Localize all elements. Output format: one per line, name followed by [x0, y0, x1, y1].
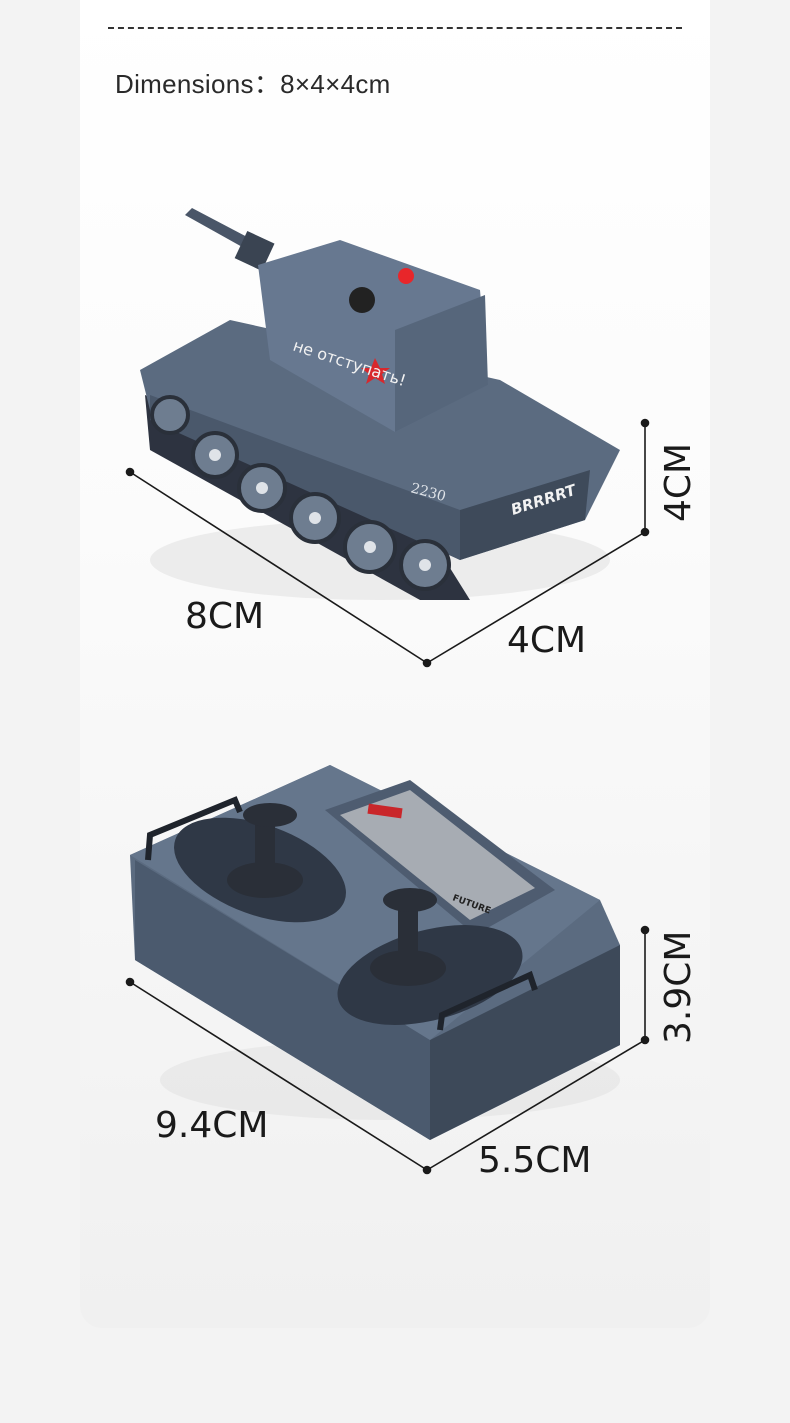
- tank-width-label: 4CM: [507, 620, 587, 661]
- remote-image: FUTURE: [130, 765, 620, 1140]
- dimensions-title: Dimensions：8×4×4cm: [115, 69, 391, 99]
- tank-length-label: 8CM: [185, 596, 265, 637]
- dimension-lines: [125, 418, 650, 1175]
- divider: [108, 27, 682, 29]
- remote-width-label: 5.5CM: [478, 1140, 592, 1181]
- tank-height-label: 4CM: [658, 442, 699, 522]
- remote-height-label: 3.9CM: [658, 930, 699, 1044]
- tank-image: не отступать! 2230 BRRRRT: [140, 208, 620, 600]
- remote-length-label: 9.4CM: [155, 1105, 269, 1146]
